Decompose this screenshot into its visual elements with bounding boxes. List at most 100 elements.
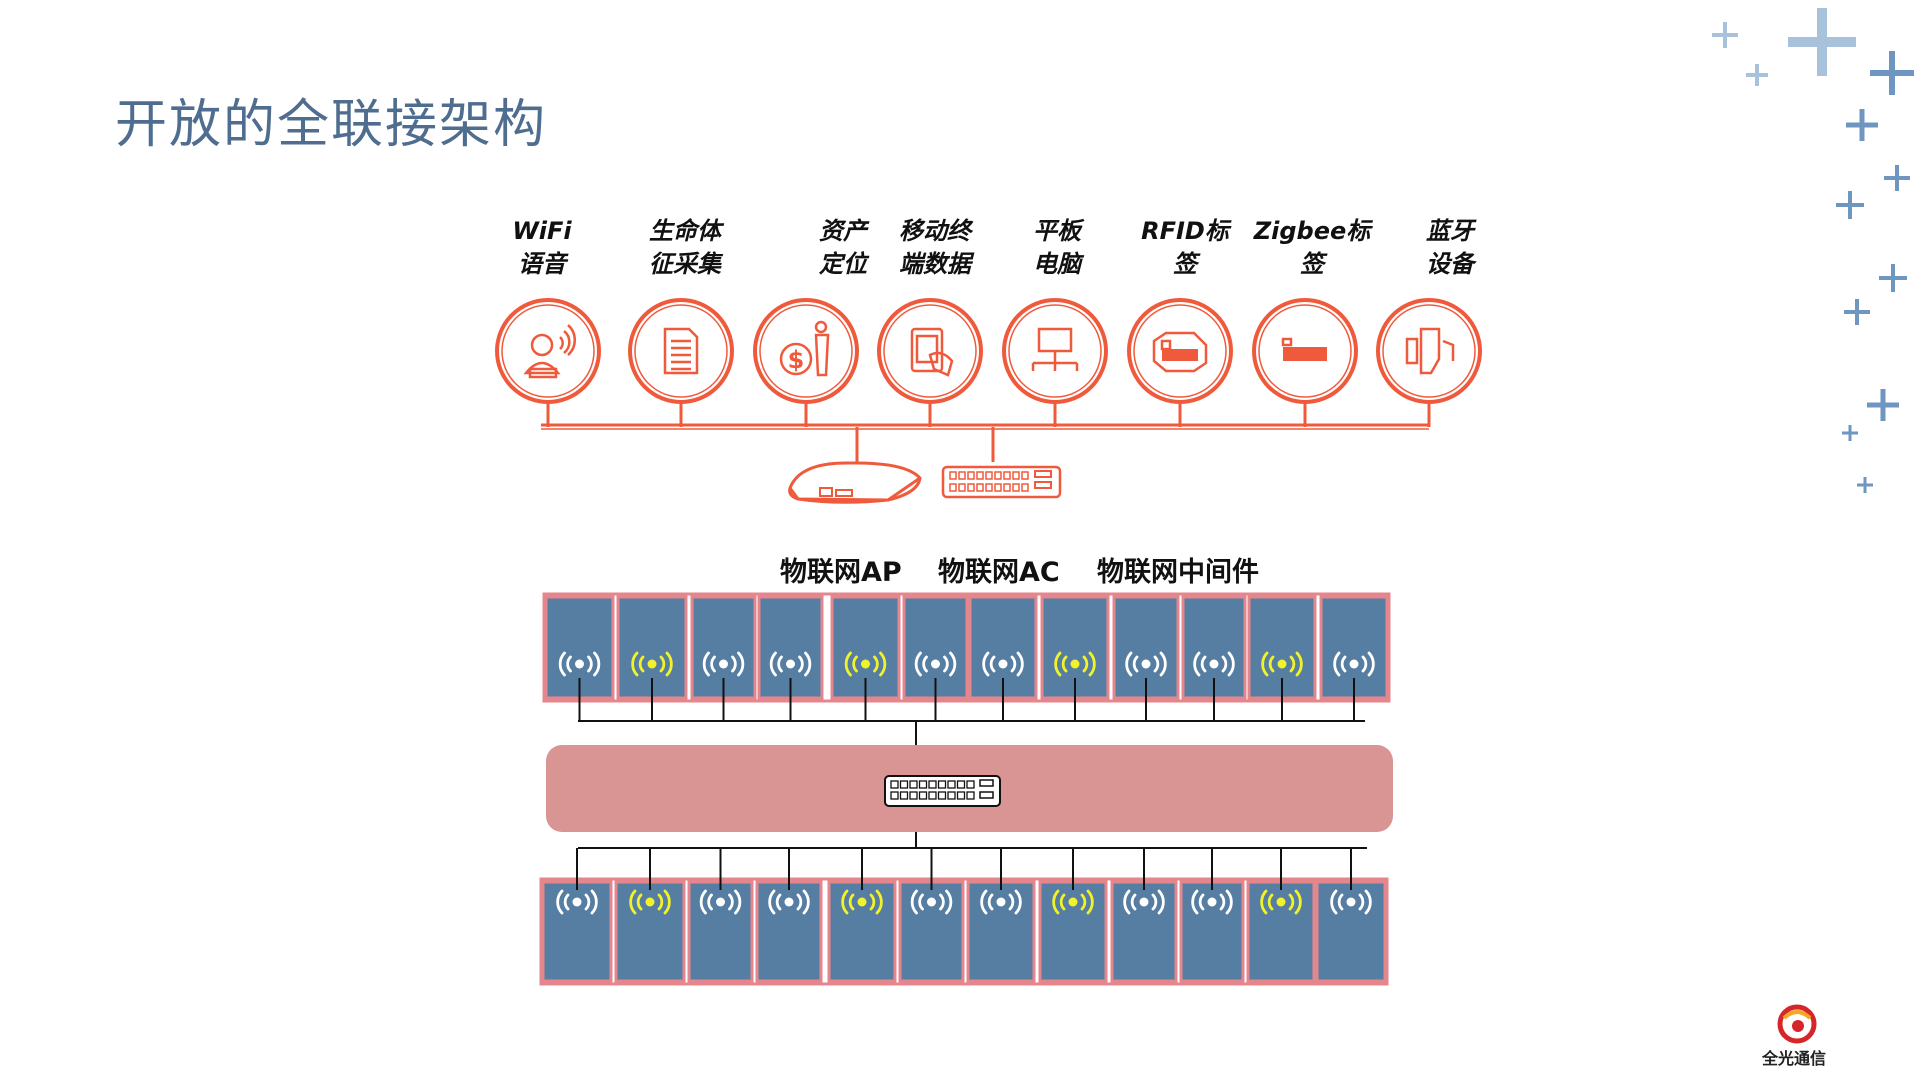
company-logo — [1777, 1004, 1817, 1044]
rfid-tag-icon — [1127, 298, 1233, 427]
sensor-panel — [755, 848, 823, 983]
port-icon — [918, 791, 928, 800]
device-label-rfid: RFID标签 — [1141, 217, 1229, 278]
plus-icon — [1712, 22, 1738, 48]
sensor-panel — [541, 848, 613, 983]
wireless-signal-icon — [1260, 889, 1302, 915]
device-label-bluetooth: 蓝牙设备 — [1426, 217, 1474, 278]
tablet-touch-icon — [877, 298, 983, 427]
sensor-panel — [544, 595, 615, 721]
plus-icon — [1788, 8, 1856, 76]
wireless-signal-icon — [841, 889, 883, 915]
port-icon — [967, 483, 975, 492]
plus-icon — [1836, 191, 1864, 219]
bluetooth-device-icon — [1376, 298, 1482, 427]
wireless-signal-icon — [844, 651, 887, 677]
wireless-signal-icon — [769, 651, 812, 677]
sensor-panel — [614, 848, 686, 983]
port-icon — [899, 780, 909, 789]
wireless-signal-icon — [1054, 651, 1096, 677]
wireless-signal-icon — [980, 889, 1022, 915]
wireless-signal-icon — [910, 889, 953, 915]
dollar-person-icon: $ — [753, 298, 859, 427]
port-icon — [890, 780, 899, 789]
device-label-vital-signs: 生命体征采集 — [649, 217, 721, 278]
wireless-signal-icon — [1123, 889, 1165, 915]
port-icon — [947, 780, 956, 789]
sensor-panel — [1179, 848, 1245, 983]
wireless-signal-icon — [982, 651, 1024, 677]
port-icon — [928, 791, 937, 800]
wireless-signal-icon — [914, 651, 957, 677]
wireless-signal-icon — [1191, 889, 1233, 915]
wireless-signal-icon — [631, 651, 673, 677]
plus-icon — [1746, 64, 1768, 86]
device-bus — [541, 423, 1429, 462]
plus-icon — [1879, 264, 1907, 292]
port-icon — [909, 791, 918, 800]
port-icon — [947, 791, 956, 800]
wireless-signal-icon — [702, 651, 745, 677]
sensor-panel — [902, 595, 969, 721]
iot-ap-device — [788, 461, 922, 504]
iot-ac-switch-device — [941, 465, 1062, 499]
port-icon — [899, 791, 909, 800]
port-icon — [1003, 471, 1011, 480]
document-icon — [628, 298, 734, 427]
port-icon — [1021, 471, 1029, 480]
port-icon — [1012, 483, 1020, 492]
svg-text:$: $ — [788, 346, 805, 374]
sensor-panel — [968, 595, 1038, 721]
device-label-zigbee: Zigbee标签 — [1253, 217, 1371, 278]
plus-icon — [1846, 109, 1878, 141]
port-icon — [976, 471, 984, 480]
device-label-tablet: 平板电脑 — [1033, 217, 1081, 278]
sensor-panel — [687, 848, 754, 983]
port-icon — [958, 483, 966, 492]
sensor-panel — [898, 848, 965, 983]
wireless-signal-icon — [1261, 651, 1303, 677]
sensor-panel — [690, 595, 757, 721]
headset-agent-icon — [495, 298, 601, 427]
port-icon — [966, 780, 975, 789]
decorative-plus-signs — [1712, 8, 1914, 493]
wireless-signal-icon — [699, 889, 742, 915]
wireless-signal-icon — [1330, 889, 1372, 915]
wireless-signal-icon — [1125, 651, 1167, 677]
port-icon — [985, 471, 993, 480]
sensor-panel — [1038, 848, 1108, 983]
page-title: 开放的全联接架构 — [115, 95, 548, 155]
top-panel-row — [542, 592, 1391, 721]
sensor-panel — [1112, 595, 1180, 721]
port-icon — [1012, 471, 1020, 480]
port-icon — [890, 791, 899, 800]
port-icon — [1021, 483, 1029, 492]
sensor-panel — [757, 595, 824, 721]
plus-icon — [1884, 165, 1910, 191]
port-icon — [949, 471, 957, 480]
plus-icon — [1870, 51, 1914, 95]
wireless-signal-icon — [1052, 889, 1094, 915]
wireless-signal-icon — [558, 651, 601, 677]
port-icon — [967, 471, 975, 480]
network-computer-icon — [1002, 298, 1108, 427]
sensor-panel — [830, 595, 901, 721]
label-iot-ac: 物联网AC — [938, 557, 1060, 588]
port-icon — [956, 780, 966, 789]
port-icon — [937, 780, 947, 789]
port-icon — [949, 483, 957, 492]
sensor-panel — [827, 848, 897, 983]
sensor-panel — [1181, 595, 1247, 721]
plus-icon — [1867, 389, 1899, 421]
plus-icon — [1844, 299, 1870, 325]
port-icon — [958, 471, 966, 480]
wireless-signal-icon — [1333, 651, 1375, 677]
sensor-panel — [1319, 595, 1389, 721]
port-icon — [1003, 483, 1011, 492]
sensor-panel — [1040, 595, 1110, 721]
logo-text: 全光通信 — [1762, 1049, 1827, 1068]
wireless-signal-icon — [1193, 651, 1235, 677]
port-icon — [966, 791, 975, 800]
